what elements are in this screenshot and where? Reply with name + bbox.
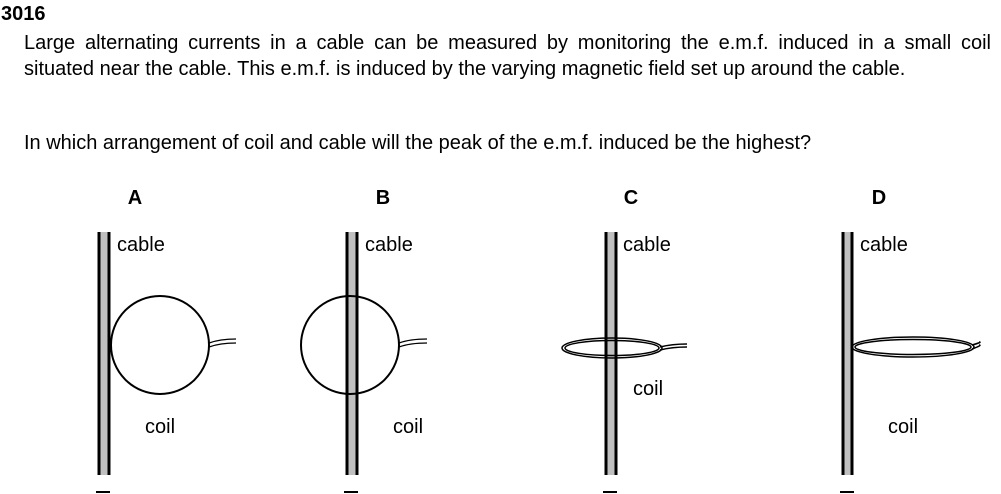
coil-a [110, 295, 237, 395]
coil-label-a: coil [145, 416, 176, 438]
option-a-label[interactable]: A [127, 187, 143, 209]
question-prompt: In which arrangement of coil and cable w… [24, 132, 812, 154]
option-d-label[interactable]: D [871, 187, 887, 209]
cable-label-d: cable [860, 234, 908, 256]
cable-label-b: cable [365, 234, 413, 256]
cable-a [97, 232, 111, 475]
coil-b [300, 295, 428, 395]
cable-d [841, 232, 854, 475]
cable-label-c: cable [623, 234, 671, 256]
cable-label-a: cable [117, 234, 165, 256]
coil-label-b: coil [393, 416, 424, 438]
coil-label-d: coil [888, 416, 919, 438]
coil-d [851, 336, 981, 358]
coil-c [561, 337, 688, 359]
question-stem: Large alternating currents in a cable ca… [24, 32, 991, 80]
coil-label-c: coil [633, 378, 664, 400]
cable-b [345, 232, 359, 475]
question-number: 3016 [1, 3, 46, 25]
option-c-label[interactable]: C [623, 187, 639, 209]
option-b-label[interactable]: B [375, 187, 391, 209]
cable-c [604, 232, 618, 475]
